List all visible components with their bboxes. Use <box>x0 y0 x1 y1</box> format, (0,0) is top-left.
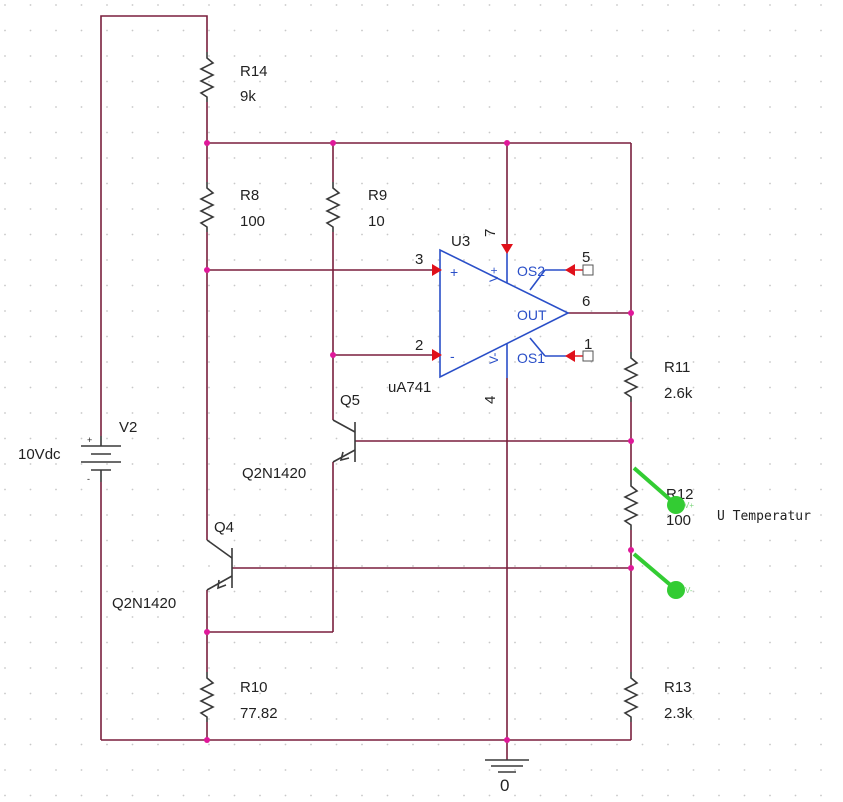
r10-symbol <box>199 672 215 722</box>
pin3-arrow <box>432 264 442 276</box>
r10-value: 77.82 <box>240 705 278 722</box>
r11-symbol <box>623 352 639 402</box>
q5-ref: Q5 <box>340 392 360 409</box>
battery-v2-symbol <box>81 436 121 482</box>
v2-ref: V2 <box>119 419 137 436</box>
wire-top-left <box>100 15 208 436</box>
r13-ref: R13 <box>664 679 692 696</box>
battery-plus-mark: + <box>87 435 92 445</box>
opamp-os1-label: OS1 <box>517 350 545 366</box>
pin-1: 1 <box>584 336 592 353</box>
u3-model: uA741 <box>388 379 431 396</box>
transistor-q5-symbol <box>332 419 356 463</box>
q4-ref: Q4 <box>214 519 234 536</box>
r14-symbol <box>199 52 215 102</box>
r11-ref: R11 <box>664 359 690 376</box>
pin-7: 7 <box>482 229 499 237</box>
ground-symbol <box>485 759 529 773</box>
r8-ref: R8 <box>240 187 259 204</box>
r8-symbol <box>199 182 215 232</box>
pin5-offpage-box <box>582 264 594 276</box>
pin-3: 3 <box>415 251 423 268</box>
transistor-q4-symbol <box>206 539 233 591</box>
r10-ref: R10 <box>240 679 268 696</box>
ground-label: 0 <box>500 776 509 795</box>
pin2-arrow <box>432 349 442 361</box>
opamp-vminus-label: V- <box>487 353 501 364</box>
pin7-arrow <box>501 244 513 254</box>
opamp-minus: - <box>450 348 455 364</box>
r9-value: 10 <box>368 213 385 230</box>
pin1-arrow <box>565 350 575 362</box>
v2-value: 10Vdc <box>18 446 61 463</box>
r14-value: 9k <box>240 88 256 105</box>
wires <box>100 15 632 760</box>
u3-ref: U3 <box>451 233 470 250</box>
r11-value: 2.6k <box>664 385 693 402</box>
r12-symbol <box>623 480 639 530</box>
junction-dots <box>204 140 634 743</box>
probe-vminus[interactable] <box>632 552 685 599</box>
battery-minus-mark: - <box>87 474 90 484</box>
opamp-out-label: OUT <box>517 307 547 323</box>
q4-model: Q2N1420 <box>112 595 176 612</box>
resistor-group <box>199 52 639 722</box>
pin-4: 4 <box>482 396 499 404</box>
measurement-label: U Temperatur <box>717 509 811 524</box>
r9-ref: R9 <box>368 187 387 204</box>
pin-arrows <box>432 244 575 362</box>
probe-vplus-label: V+ <box>684 501 694 510</box>
opamp-vplus-label: V+ <box>487 267 501 282</box>
q5-model: Q2N1420 <box>242 465 306 482</box>
probe-vplus[interactable] <box>632 466 685 514</box>
pin-5: 5 <box>582 249 590 266</box>
r13-symbol <box>623 672 639 722</box>
pin5-arrow <box>565 264 575 276</box>
r8-value: 100 <box>240 213 265 230</box>
opamp-plus: + <box>450 264 458 280</box>
r13-value: 2.3k <box>664 705 693 722</box>
r12-value: 100 <box>666 512 691 529</box>
probe-vminus-label: V- <box>685 586 693 595</box>
r14-ref: R14 <box>240 63 268 80</box>
pin-6: 6 <box>582 293 590 310</box>
pin-2: 2 <box>415 337 423 354</box>
r9-symbol <box>325 182 341 232</box>
opamp-os2-label: OS2 <box>517 263 545 279</box>
pin1-offpage-box <box>582 350 594 362</box>
